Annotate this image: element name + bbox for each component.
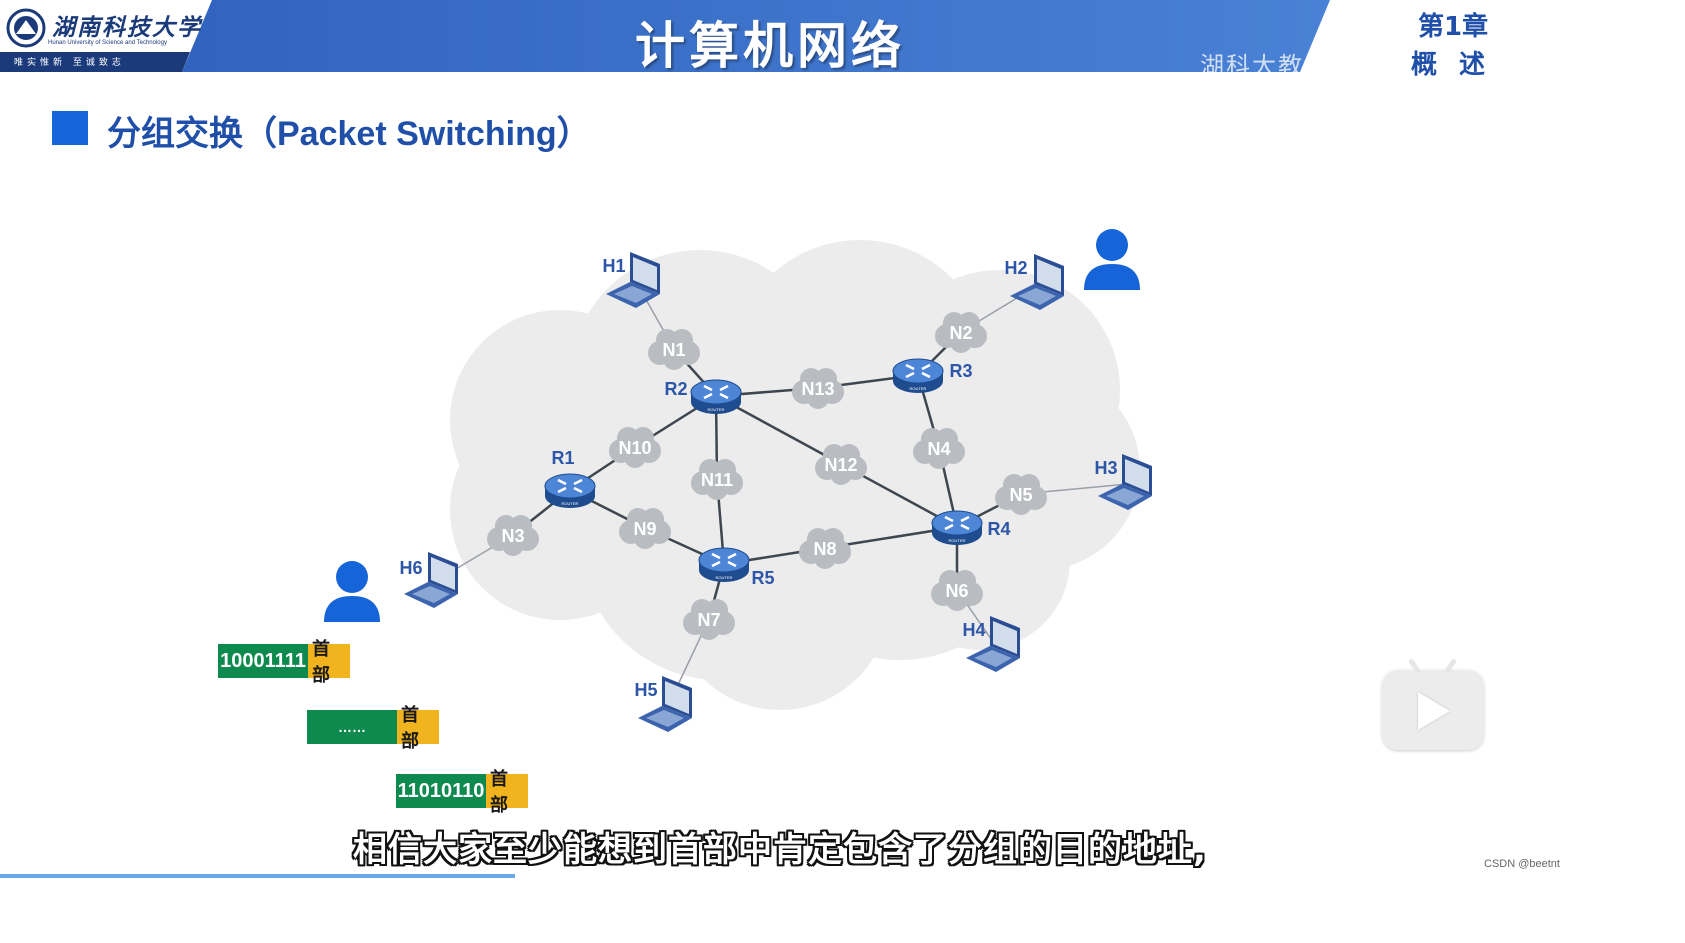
video-progress-bar[interactable] (0, 874, 515, 878)
packet-data: …… (307, 710, 397, 744)
section-bullet-square (52, 111, 88, 145)
university-logo-icon (6, 8, 46, 48)
laptop-icon: H3 (1094, 454, 1152, 510)
course-title: 计算机网络 (635, 17, 905, 75)
network-label: N9 (633, 519, 656, 539)
watermark-text: 湖科大教 (1200, 52, 1304, 80)
router-arrows-icon (711, 552, 737, 568)
packet-data: 11010110 (396, 774, 486, 808)
network-label: N13 (801, 379, 834, 399)
laptop-icon: H5 (634, 676, 692, 732)
network-cloud-n1: N1 (648, 329, 700, 370)
network-label: N4 (927, 439, 950, 459)
network-cloud-n4: N4 (913, 428, 965, 469)
network-cloud-n6: N6 (931, 570, 983, 611)
network-label: N1 (662, 340, 685, 360)
csdn-credit: CSDN @beetnt (1484, 858, 1560, 870)
network-label: N3 (501, 526, 524, 546)
packet-3: 11010110 首部 (396, 769, 528, 816)
network-cloud-n12: N12 (815, 444, 867, 485)
host-label: H1 (602, 256, 625, 276)
network-cloud-n7: N7 (683, 599, 735, 640)
network-cloud-n5: N5 (995, 474, 1047, 515)
network-cloud-n11: N11 (691, 459, 743, 500)
packet-data: 10001111 (218, 644, 308, 678)
network-label: N12 (824, 455, 857, 475)
packet-header: 首部 (308, 639, 350, 686)
router-label: R2 (664, 379, 687, 399)
router-arrows-icon (703, 384, 729, 400)
router-r5: ROUTER R5 (698, 547, 775, 588)
network-label: N7 (697, 610, 720, 630)
network-cloud-n13: N13 (792, 368, 844, 409)
header-banner (0, 0, 1560, 72)
host-label: H6 (399, 558, 422, 578)
laptop-icon: H1 (602, 252, 660, 308)
network-label: N6 (945, 581, 968, 601)
university-motto: 唯实惟新 至诚致志 (14, 58, 125, 68)
router-arrows-icon (944, 515, 970, 531)
host-label: H3 (1094, 458, 1117, 478)
packet-2: …… 首部 (307, 705, 439, 752)
router-r2: ROUTER R2 (664, 379, 742, 414)
network-cloud-n2: N2 (935, 312, 987, 353)
router-label: R4 (987, 519, 1010, 539)
network-diagram: N1N2N3N4N5N6N7N8N9N10N11N12N13ROUTERR1RO… (324, 229, 1152, 732)
laptop-icon: H6 (399, 552, 458, 608)
university-name: 湖南科技大学 (52, 14, 202, 41)
router-caption: ROUTER (708, 407, 725, 412)
host-label: H2 (1004, 258, 1027, 278)
network-label: N8 (813, 539, 836, 559)
router-caption: ROUTER (562, 501, 579, 506)
chapter-name: 概述 (1411, 50, 1508, 80)
university-name-en: Hunan University of Science and Technolo… (48, 40, 167, 46)
router-arrows-icon (557, 478, 583, 494)
slide: 湖南科技大学 Hunan University of Science and T… (0, 0, 1560, 878)
network-label: N10 (618, 438, 651, 458)
router-caption: ROUTER (716, 575, 733, 580)
packet-header: 首部 (486, 769, 528, 816)
network-cloud-n8: N8 (799, 528, 851, 569)
router-r3: ROUTER R3 (892, 358, 973, 393)
network-nodes: N1N2N3N4N5N6N7N8N9N10N11N12N13ROUTERR1RO… (324, 229, 1152, 732)
router-label: R3 (949, 361, 972, 381)
video-subtitle: 相信大家至少能想到首部中肯定包含了分组的目的地址, (353, 830, 1207, 870)
network-label: N11 (701, 470, 733, 490)
network-cloud-n10: N10 (609, 427, 661, 468)
play-button[interactable] (1382, 670, 1484, 750)
network-label: N5 (1009, 485, 1032, 505)
section-title: 分组交换（Packet Switching） (107, 115, 591, 153)
play-icon (1418, 692, 1450, 730)
network-label: N2 (949, 323, 972, 343)
user-icon (1084, 229, 1140, 290)
router-arrows-icon (905, 363, 931, 379)
laptop-icon: H4 (962, 616, 1020, 672)
router-label: R1 (551, 448, 574, 468)
host-label: H5 (634, 680, 657, 700)
packet-1: 10001111 首部 (218, 639, 350, 686)
chapter-number: 第1章 (1418, 12, 1489, 42)
router-caption: ROUTER (949, 538, 966, 543)
user-icon (324, 561, 380, 622)
network-cloud-n9: N9 (619, 508, 671, 549)
router-r4: ROUTER R4 (931, 510, 1011, 545)
router-r1: ROUTER R1 (544, 448, 596, 508)
network-cloud-n3: N3 (487, 515, 539, 556)
host-label: H4 (962, 620, 985, 640)
laptop-icon: H2 (1004, 254, 1064, 310)
router-caption: ROUTER (910, 386, 927, 391)
network-cloud-background (450, 240, 1140, 710)
packet-header: 首部 (397, 705, 439, 752)
router-label: R5 (751, 568, 774, 588)
